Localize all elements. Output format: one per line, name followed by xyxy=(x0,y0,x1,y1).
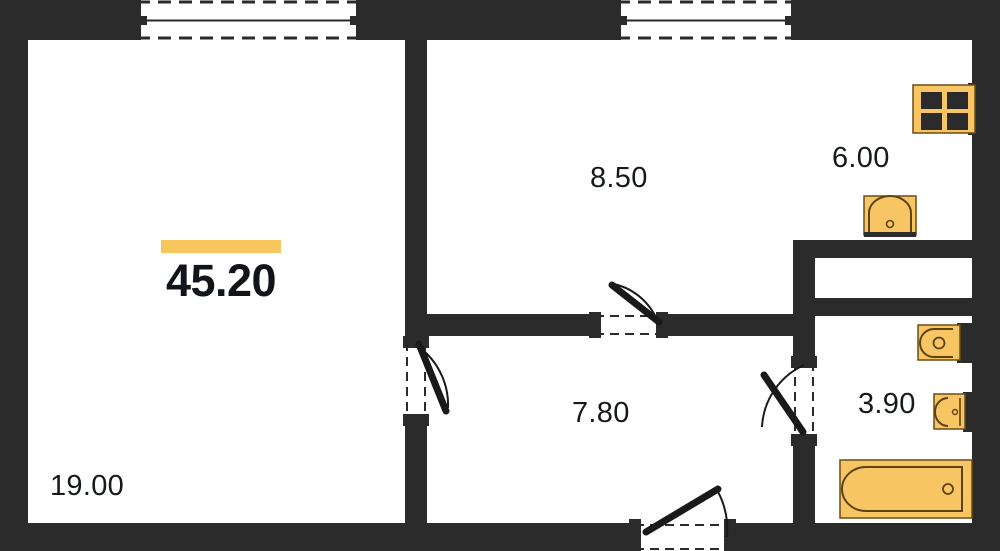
wall-exterior-top-right xyxy=(793,0,1000,40)
room-area-bedroom: 8.50 xyxy=(590,162,648,194)
door-bedroom xyxy=(589,281,668,338)
wall-exterior-left xyxy=(0,0,28,551)
wall-partition-bedroom-hall xyxy=(405,314,595,336)
room-area-bathroom: 3.90 xyxy=(858,388,916,420)
wall-closet-top xyxy=(793,240,978,258)
window-bedroom xyxy=(611,0,801,40)
total-area-block: 45.20 xyxy=(155,240,287,303)
wall-toilet-niche xyxy=(957,323,977,363)
bathtub-icon xyxy=(839,459,973,519)
wall-exterior-right xyxy=(972,0,1000,551)
wall-partition-bathroom-left-lower xyxy=(793,440,815,530)
windows-layer xyxy=(131,0,801,40)
wall-partition-kitchen-left xyxy=(793,240,815,314)
doors-layer xyxy=(403,281,817,551)
window-living-room xyxy=(131,0,366,40)
door-living-room xyxy=(403,336,450,426)
door-entrance xyxy=(629,485,736,551)
wall-sink-niche xyxy=(963,392,975,432)
wall-partition-bathroom-left-upper xyxy=(793,316,815,362)
wall-exterior-top-middle xyxy=(360,0,617,40)
bathroom-sink-icon xyxy=(933,393,966,430)
wall-exterior-bottom xyxy=(0,523,1000,551)
wall-partition-central xyxy=(405,28,427,342)
room-area-living-room: 19.00 xyxy=(50,470,125,502)
room-area-kitchen: 6.00 xyxy=(832,142,890,174)
stove-icon xyxy=(912,84,976,134)
room-area-hall: 7.80 xyxy=(572,397,630,429)
wall-partition-central-lower xyxy=(405,420,427,530)
total-area-accent-bar xyxy=(161,240,281,253)
total-area-value: 45.20 xyxy=(165,255,277,306)
toilet-icon xyxy=(917,324,961,361)
kitchen-sink-icon xyxy=(863,195,917,237)
wall-closet-bottom xyxy=(793,298,978,316)
fixtures-layer xyxy=(839,84,976,519)
door-bathroom xyxy=(760,356,817,446)
wall-partition-bedroom-hall-right xyxy=(662,314,800,336)
